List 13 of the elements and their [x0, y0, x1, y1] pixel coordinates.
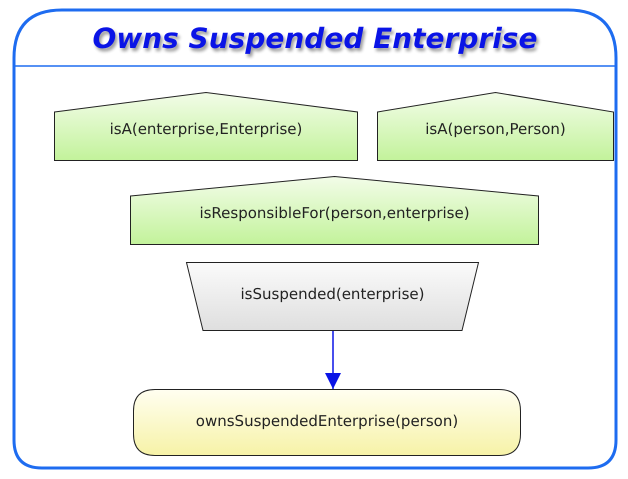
- node-label: isA(enterprise,Enterprise): [108, 120, 304, 138]
- node-label: Owns Suspended Enterprise: [92, 22, 538, 55]
- pentagon-node: [130, 176, 539, 245]
- arrow: [325, 331, 341, 389]
- node-label: isA(person,Person): [424, 120, 567, 138]
- node-label: isSuspended(enterprise): [240, 285, 426, 303]
- pentagon-node: [54, 92, 358, 161]
- diagram-frame: [12, 8, 618, 470]
- node-label: ownsSuspendedEnterprise(person): [194, 412, 460, 430]
- rounded-node: [133, 389, 521, 456]
- node-label: isResponsibleFor(person,enterprise): [198, 204, 471, 222]
- pentagon-node: [377, 92, 614, 161]
- trapezoid-node: [186, 262, 479, 331]
